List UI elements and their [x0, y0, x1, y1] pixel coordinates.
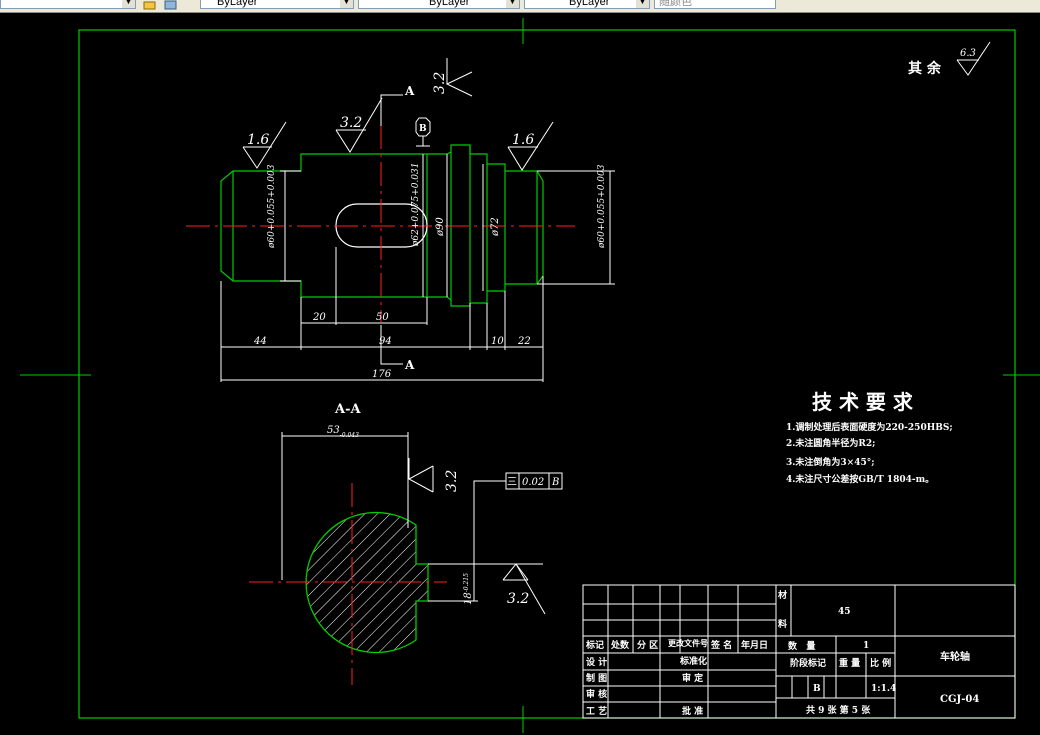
tb-h-mark: 标记 — [585, 639, 604, 651]
tb-reviewer: 审 核 — [586, 688, 607, 700]
roughness-right-value: 1.6 — [512, 132, 534, 148]
length-176: 176 — [372, 369, 392, 380]
tb-h-sign: 签 名 — [710, 639, 732, 651]
tb-part-name: 车轮轴 — [940, 650, 970, 663]
diameter-60-left: ø60+0.055+0.003 — [267, 164, 277, 249]
rest-roughness-value: 6.3 — [960, 48, 976, 59]
tolerance-datum: B — [551, 477, 559, 488]
tb-approver: 审 定 — [682, 672, 704, 684]
roughness-section-top-value: 3.2 — [444, 470, 460, 492]
linetype-combo[interactable]: ByLayer ▼ — [358, 0, 520, 9]
chevron-down-icon: ▼ — [340, 0, 353, 8]
tb-material: 45 — [838, 607, 851, 617]
tb-h-zone: 分 区 — [637, 639, 658, 651]
length-44: 44 — [253, 336, 267, 347]
length-50: 50 — [376, 312, 389, 323]
lineweight-combo-value: ByLayer — [569, 0, 610, 8]
tb-material-label-2: 料 — [778, 618, 787, 630]
tb-weight-label: 重 量 — [839, 657, 860, 669]
tb-material-label-1: 材 — [777, 589, 787, 601]
color-combo[interactable]: ByLayer ▼ — [200, 0, 354, 9]
section-marker-lines — [380, 94, 403, 365]
roughness-symbol-top — [445, 58, 473, 97]
section-dimension-lines — [281, 432, 543, 602]
chevron-down-icon: ▼ — [636, 0, 649, 8]
diameter-72: ø72 — [490, 217, 501, 237]
chevron-down-icon: ▼ — [506, 0, 519, 8]
section-hatch — [306, 512, 428, 653]
tb-qty: 1 — [863, 641, 869, 651]
tb-designer: 设 计 — [586, 656, 607, 668]
title-block-grid — [582, 584, 1016, 719]
tb-drafter: 制 图 — [586, 672, 607, 684]
tb-h-count: 处数 — [610, 639, 630, 651]
section-marker-bottom: A — [404, 358, 415, 372]
diameter-60-right: ø60+0.055+0.003 — [597, 164, 607, 249]
tb-approve: 批 准 — [682, 705, 703, 717]
tb-h-date: 年月日 — [741, 639, 768, 651]
length-94: 94 — [379, 336, 392, 347]
length-dimension-lines — [220, 247, 544, 382]
roughness-top-value: 3.2 — [432, 72, 448, 94]
tb-scale-label: 比 例 — [870, 657, 891, 669]
tech-req-item-3: 3.未注倒角为3×45°; — [786, 456, 875, 468]
diameter-62: ø62+0.075+0.031 — [411, 163, 421, 247]
chevron-down-icon: ▼ — [122, 0, 135, 8]
properties-toolbar: ▼ ByLayer ▼ ByLayer ▼ ByLayer ▼ 随颜色 — [0, 0, 1040, 13]
tb-process: 工 艺 — [586, 705, 607, 717]
tb-stage: B — [813, 684, 821, 694]
tech-req-item-2: 2.未注圆角半径为R2; — [786, 437, 875, 449]
drawing-border — [78, 29, 1016, 719]
roughness-symbol-section-bottom — [502, 563, 546, 615]
tb-stage-label: 阶段标记 — [790, 657, 826, 669]
tb-qty-label: 数 量 — [788, 640, 815, 652]
length-10: 10 — [491, 336, 504, 347]
layer-previous-icon[interactable] — [164, 0, 178, 10]
roughness-section-bottom-value: 3.2 — [507, 591, 529, 607]
diameter-dimension-lines — [280, 154, 615, 297]
tolerance-frame — [505, 472, 563, 490]
length-20: 20 — [312, 312, 326, 323]
section-view-title: A-A — [334, 402, 361, 417]
roughness-symbol-right — [507, 121, 554, 171]
tb-sheets: 共 9 张 第 5 张 — [806, 704, 871, 716]
section-width-53: 53-0.043 — [327, 425, 359, 439]
section-outline — [305, 511, 429, 654]
tb-standardize: 标准化 — [679, 655, 707, 667]
diameter-90: ø90 — [435, 217, 446, 237]
layer-combo[interactable]: ▼ — [0, 0, 136, 9]
tb-scale: 1:1.4 — [871, 684, 896, 694]
tolerance-value: 0.02 — [522, 477, 544, 488]
roughness-left-value: 1.6 — [247, 132, 269, 148]
rest-surface-label: 其 余 — [908, 60, 942, 77]
roughness-mid-value: 3.2 — [340, 115, 362, 131]
section-marker-top: A — [404, 84, 415, 98]
linetype-combo-value: ByLayer — [429, 0, 470, 8]
lineweight-combo[interactable]: ByLayer ▼ — [524, 0, 650, 9]
section-height-18: 18-0.215 — [463, 573, 474, 605]
roughness-symbol-section-top — [407, 458, 434, 493]
plot-style-combo[interactable]: 随颜色 — [654, 0, 776, 9]
layer-state-icon[interactable] — [143, 0, 157, 10]
tech-req-item-4: 4.未注尺寸公差按GB/T 1804-m。 — [786, 473, 934, 485]
tech-req-title: 技 术 要 求 — [812, 390, 914, 414]
tb-drawing-no: CGJ-04 — [940, 694, 979, 705]
datum-letter: B — [419, 124, 427, 134]
roughness-symbol-left — [242, 121, 287, 169]
cad-drawing-canvas[interactable]: 其 余 6.3 ø60+0.055+0.003 ø62+0.075+0.031 … — [0, 13, 1040, 735]
length-22: 22 — [517, 336, 531, 347]
rest-roughness-symbol — [956, 41, 991, 76]
tolerance-symbol: 三 — [507, 477, 517, 488]
color-combo-value: ByLayer — [217, 0, 258, 8]
datum-b-symbol — [415, 117, 431, 147]
roughness-symbol-mid — [335, 97, 383, 153]
tb-h-doc: 更改文件号 — [668, 638, 708, 648]
tech-req-item-1: 1.调制处理后表面硬度为220-250HBS; — [786, 421, 953, 433]
plot-style-combo-value: 随颜色 — [659, 0, 692, 8]
